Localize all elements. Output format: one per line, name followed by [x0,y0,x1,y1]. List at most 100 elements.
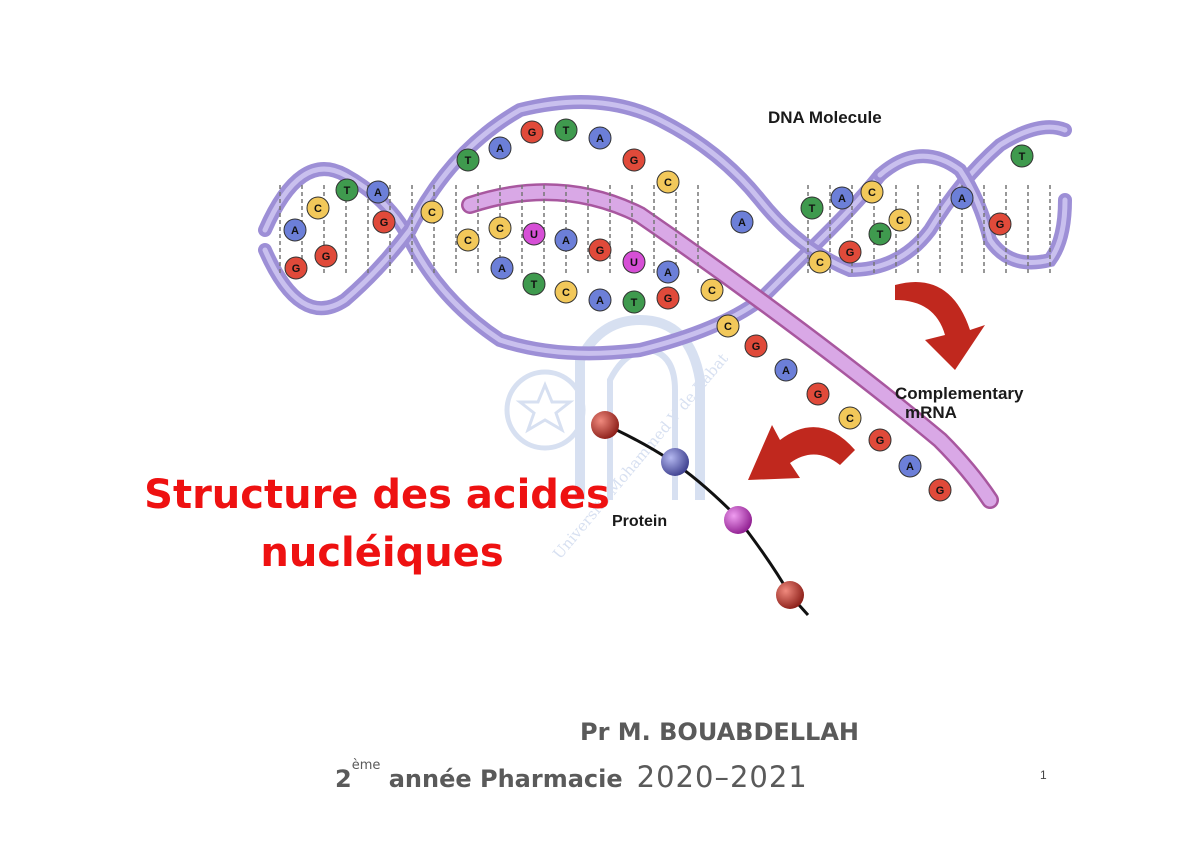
base-letter: G [846,247,855,259]
base-a: A [366,180,390,204]
base-letter: G [630,155,639,167]
base-u: U [522,222,546,246]
slide-title: Structure des acides nucléiques [112,466,642,582]
base-letter: C [464,235,472,247]
course-year: 2020–2021 [636,760,808,794]
page-number: 1 [1040,768,1047,782]
base-c: C [420,200,444,224]
dna-helix [258,95,1072,509]
base-letter: G [814,389,823,401]
base-letter: A [596,133,604,145]
base-c: C [808,250,832,274]
base-a: A [898,454,922,478]
base-c: C [488,216,512,240]
mrna-label-line1: Complementary [895,384,1024,403]
course-superscript: ème [351,758,381,773]
base-letter: G [322,251,331,263]
base-c: C [554,280,578,304]
base-letter: C [896,215,904,227]
base-letter: A [664,267,672,279]
base-a: A [950,186,974,210]
protein-label: Protein [612,513,668,530]
base-letter: C [428,207,436,219]
base-t: T [456,148,480,172]
base-a: A [488,136,512,160]
course-info: 2ème année Pharmacie 2020–2021 [335,758,808,794]
base-letter: A [498,263,506,275]
base-t: T [868,222,892,246]
base-a: A [588,288,612,312]
base-g: G [622,148,646,172]
base-letter: C [708,285,716,297]
base-letter: A [738,217,746,229]
base-letter: A [838,193,846,205]
course-ordinal: 2 [335,765,352,793]
protein-chain [591,411,810,617]
base-g: G [314,244,338,268]
slide-title-line2: nucléiques [260,530,504,576]
base-letter: A [596,295,604,307]
base-t: T [1010,144,1034,168]
dna-backbone-highlight [877,153,1068,265]
base-c: C [700,278,724,302]
dna-backbone-highlight [262,99,1068,311]
arrow-to-protein-icon [748,425,855,480]
base-c: C [456,228,480,252]
base-g: G [744,334,768,358]
base-letter: T [877,229,884,241]
base-letter: G [380,217,389,229]
base-t: T [522,272,546,296]
base-a: A [588,126,612,150]
base-letter: G [292,263,301,275]
base-letter: T [809,203,816,215]
mrna-label: Complementary mRNA [895,384,1023,422]
base-a: A [490,256,514,280]
base-a: A [656,260,680,284]
base-letter: G [596,245,605,257]
base-letter: A [291,225,299,237]
base-g: G [588,238,612,262]
base-letter: A [562,235,570,247]
base-c: C [306,196,330,220]
base-letter: G [936,485,945,497]
base-letter: U [530,229,538,241]
base-a: A [554,228,578,252]
base-letter: G [876,435,885,447]
base-letter: C [496,223,504,235]
base-letter: C [664,177,672,189]
base-letter: A [906,461,914,473]
base-letter: T [531,279,538,291]
base-c: C [656,170,680,194]
author-name: Pr M. BOUABDELLAH [580,718,860,746]
base-c: C [716,314,740,338]
slide-title-line1: Structure des acides [144,472,610,518]
base-letter: T [465,155,472,167]
base-letter: A [958,193,966,205]
base-letter: T [563,125,570,137]
base-c: C [860,180,884,204]
base-g: G [806,382,830,406]
course-name: année Pharmacie [380,765,623,793]
base-letter: G [664,293,673,305]
base-letter: A [496,143,504,155]
base-a: A [283,218,307,242]
base-c: C [888,208,912,232]
base-a: A [730,210,754,234]
base-t: T [622,290,646,314]
base-letter: C [314,203,322,215]
base-letter: T [1019,151,1026,163]
base-u: U [622,250,646,274]
base-letter: C [816,257,824,269]
base-t: T [554,118,578,142]
base-letter: C [724,321,732,333]
base-g: G [372,210,396,234]
base-letter: C [868,187,876,199]
mrna-label-line2: mRNA [905,403,957,422]
base-letter: G [752,341,761,353]
base-c: C [838,406,862,430]
base-letter: G [528,127,537,139]
base-letter: T [631,297,638,309]
base-g: G [988,212,1012,236]
base-g: G [284,256,308,280]
